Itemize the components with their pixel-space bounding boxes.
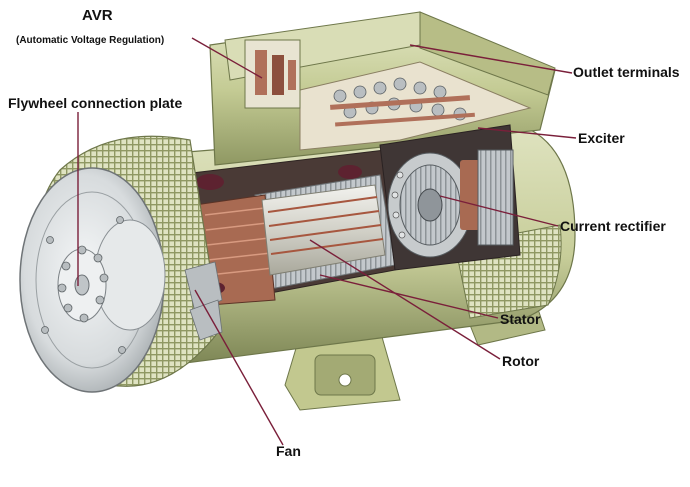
terminal-box [209,11,556,166]
label-current-rectifier: Current rectifier [560,218,666,234]
label-avr: AVR [82,7,113,24]
exciter-rectifier-cutaway [379,124,521,271]
fan [184,261,223,341]
label-avr-full: (Automatic Voltage Regulation) [16,35,165,46]
rotor-core [261,184,386,276]
leader-rotor [309,239,501,360]
leader-stator [319,274,499,319]
label-fan: Fan [276,443,301,459]
label-outlet-terminals: Outlet terminals [573,64,680,80]
leader-avr [191,37,263,79]
leader-outlet-terminals [409,44,573,74]
leader-lines [77,37,577,446]
leader-current-rectifier [439,195,559,227]
mounting-foot-front [284,329,401,411]
label-exciter: Exciter [578,130,625,146]
flywheel-plate [19,167,166,393]
leader-exciter [477,127,577,139]
label-flywheel-plate: Flywheel connection plate [8,95,183,111]
leader-fan [194,289,284,446]
label-stator: Stator [500,311,541,327]
label-rotor: Rotor [502,353,540,369]
